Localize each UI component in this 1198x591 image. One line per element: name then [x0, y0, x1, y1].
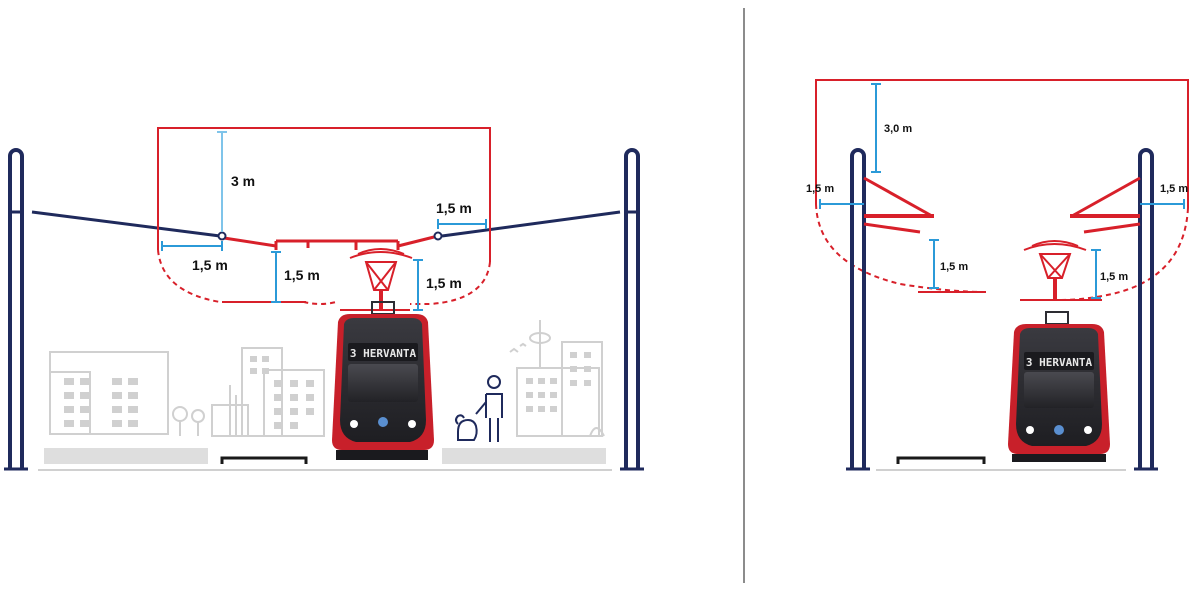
insulator-left — [217, 231, 227, 241]
label-below-wire: 1,5 m — [284, 267, 320, 283]
dimension-markers-right — [819, 83, 1185, 299]
dim-pantograph-side-right — [1091, 249, 1101, 299]
dim-right-side-right — [1140, 199, 1185, 209]
label-right-side-right: 1,5 m — [1160, 183, 1188, 195]
dim-top-clearance-right — [871, 83, 881, 173]
insulator-right — [433, 231, 443, 241]
label-pantograph-side: 1,5 m — [426, 275, 462, 291]
tram-right: 3 HERVANTA — [1008, 311, 1110, 462]
label-right-side: 1,5 m — [436, 200, 472, 216]
dim-left-side-right — [819, 199, 864, 209]
dim-left-side — [161, 241, 223, 251]
dim-right-side — [437, 219, 487, 229]
pantograph — [349, 248, 413, 310]
cantilever-left — [863, 176, 934, 234]
span-wire-left — [31, 210, 221, 238]
tram: 3 HERVANTA — [332, 301, 434, 460]
pole-left — [4, 148, 28, 471]
dimension-markers — [161, 131, 487, 311]
cantilever-right — [1070, 176, 1141, 234]
dim-pantograph-side — [413, 259, 423, 311]
clearance-envelope-right — [815, 79, 1189, 301]
label-below-wire-right: 1,5 m — [940, 261, 968, 273]
label-top-clearance: 3 m — [231, 173, 255, 189]
label-top-clearance-right: 3,0 m — [884, 123, 912, 135]
track-bench-right — [896, 456, 986, 464]
pantograph-right — [1023, 240, 1087, 300]
dim-below-wire — [271, 251, 281, 303]
tram-destination-sign-right: 3 HERVANTA — [1026, 356, 1093, 369]
tram-destination-sign: 3 HERVANTA — [350, 347, 417, 360]
label-left-side: 1,5 m — [192, 257, 228, 273]
pole-right — [620, 148, 644, 471]
platform-left — [44, 448, 208, 464]
left-diagram: 3 HERVANTA — [4, 127, 644, 471]
dim-below-wire-right — [929, 239, 939, 289]
clearance-envelope — [157, 127, 491, 311]
track-bench — [220, 456, 308, 464]
label-left-side-right: 1,5 m — [806, 183, 834, 195]
contact-wire — [223, 234, 439, 250]
label-pantograph-side-right: 1,5 m — [1100, 271, 1128, 283]
dim-top-clearance — [217, 131, 227, 232]
city-skyline — [49, 320, 605, 437]
platform-right — [442, 448, 606, 464]
pole-right-diagram-left — [846, 148, 870, 471]
pedestrian-with-dog-icon — [455, 375, 503, 442]
span-wire-right — [441, 210, 621, 238]
right-diagram: 3 HERVANTA — [806, 79, 1189, 471]
pole-right-diagram-right — [1134, 148, 1158, 471]
